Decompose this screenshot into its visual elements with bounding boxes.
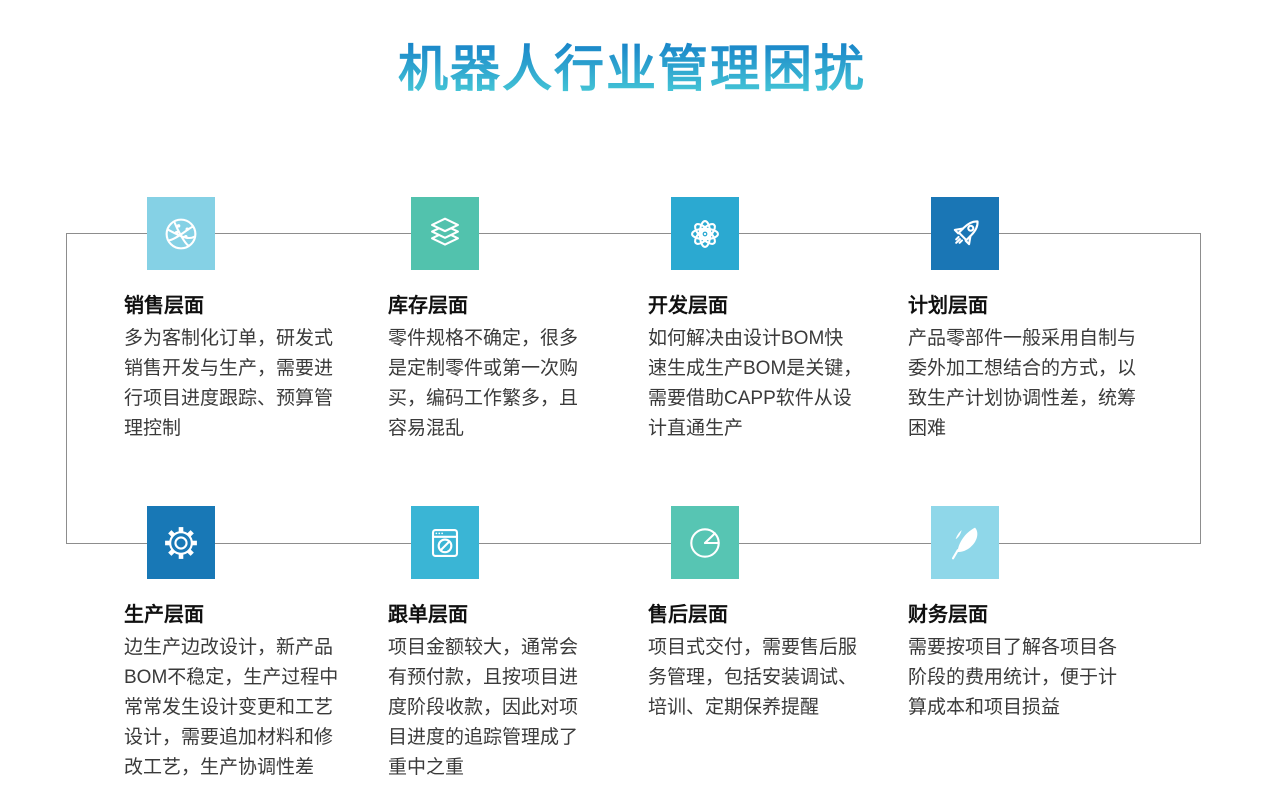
planning-icon-box	[931, 197, 999, 270]
card-title: 计划层面	[908, 295, 988, 317]
card-title: 售后层面	[648, 604, 728, 626]
card-body: 多为客制化订单，研发式 销售开发与生产，需要进 行项目进度跟踪、预算管 理控制	[124, 328, 334, 439]
card-title: 生产层面	[124, 604, 204, 626]
atom-icon	[691, 219, 719, 248]
card-body: 项目式交付，需要售后服 务管理，包括安装调试、 培训、定期保养提醒	[648, 637, 858, 718]
development-icon-box	[671, 197, 739, 270]
card-body: 需要按项目了解各项目各 阶段的费用统计，便于计 算成本和项目损益	[908, 637, 1118, 718]
order-tracking-icon-box	[411, 506, 479, 579]
card-production: 生产层面 边生产边改设计，新产品 BOM不稳定，生产过程中 常常发生设计变更和工…	[124, 506, 366, 783]
card-title: 开发层面	[648, 295, 728, 317]
card-inventory: 库存层面 零件规格不确定，很多 是定制零件或第一次购 买，编码工作繁多，且 容易…	[388, 197, 630, 444]
card-after-sales: 售后层面 项目式交付，需要售后服 务管理，包括安装调试、 培训、定期保养提醒	[648, 506, 890, 723]
page-title: 机器人行业管理困扰	[0, 40, 1264, 98]
card-body: 如何解决由设计BOM快 速生成生产BOM是关键， 需要借助CAPP软件从设 计直…	[648, 328, 863, 439]
card-title: 财务层面	[908, 604, 988, 626]
card-body: 零件规格不确定，很多 是定制零件或第一次购 买，编码工作繁多，且 容易混乱	[388, 328, 579, 439]
card-sales: 销售层面 多为客制化订单，研发式 销售开发与生产，需要进 行项目进度跟踪、预算管…	[124, 197, 366, 444]
sales-icon-box	[147, 197, 215, 270]
connector-frame	[66, 233, 1201, 544]
finance-icon-box	[931, 506, 999, 579]
inventory-icon-box	[411, 197, 479, 270]
card-title: 跟单层面	[388, 604, 468, 626]
production-icon-box	[147, 506, 215, 579]
card-order-tracking: 跟单层面 项目金额较大，通常会 有预付款，且按项目进 度阶段收款，因此对项 目进…	[388, 506, 630, 783]
card-development: 开发层面 如何解决由设计BOM快 速生成生产BOM是关键， 需要借助CAPP软件…	[648, 197, 890, 444]
card-title: 库存层面	[388, 295, 468, 317]
pie-chart-icon	[690, 527, 720, 558]
card-title: 销售层面	[124, 295, 204, 317]
gear-icon	[165, 526, 197, 559]
card-finance: 财务层面 需要按项目了解各项目各 阶段的费用统计，便于计 算成本和项目损益	[908, 506, 1150, 723]
layers-icon	[431, 217, 459, 246]
card-body: 边生产边改设计，新产品 BOM不稳定，生产过程中 常常发生设计变更和工艺 设计，…	[124, 637, 339, 778]
rocket-icon	[953, 219, 979, 245]
card-planning: 计划层面 产品零部件一般采用自制与 委外加工想结合的方式，以 致生产计划协调性差…	[908, 197, 1150, 444]
feather-icon	[951, 527, 978, 559]
browser-compass-icon	[431, 528, 459, 557]
card-body: 项目金额较大，通常会 有预付款，且按项目进 度阶段收款，因此对项 目进度的追踪管…	[388, 637, 579, 778]
after-sales-icon-box	[671, 506, 739, 579]
network-globe-icon	[165, 218, 197, 249]
card-body: 产品零部件一般采用自制与 委外加工想结合的方式，以 致生产计划协调性差，统筹 困…	[908, 328, 1137, 439]
